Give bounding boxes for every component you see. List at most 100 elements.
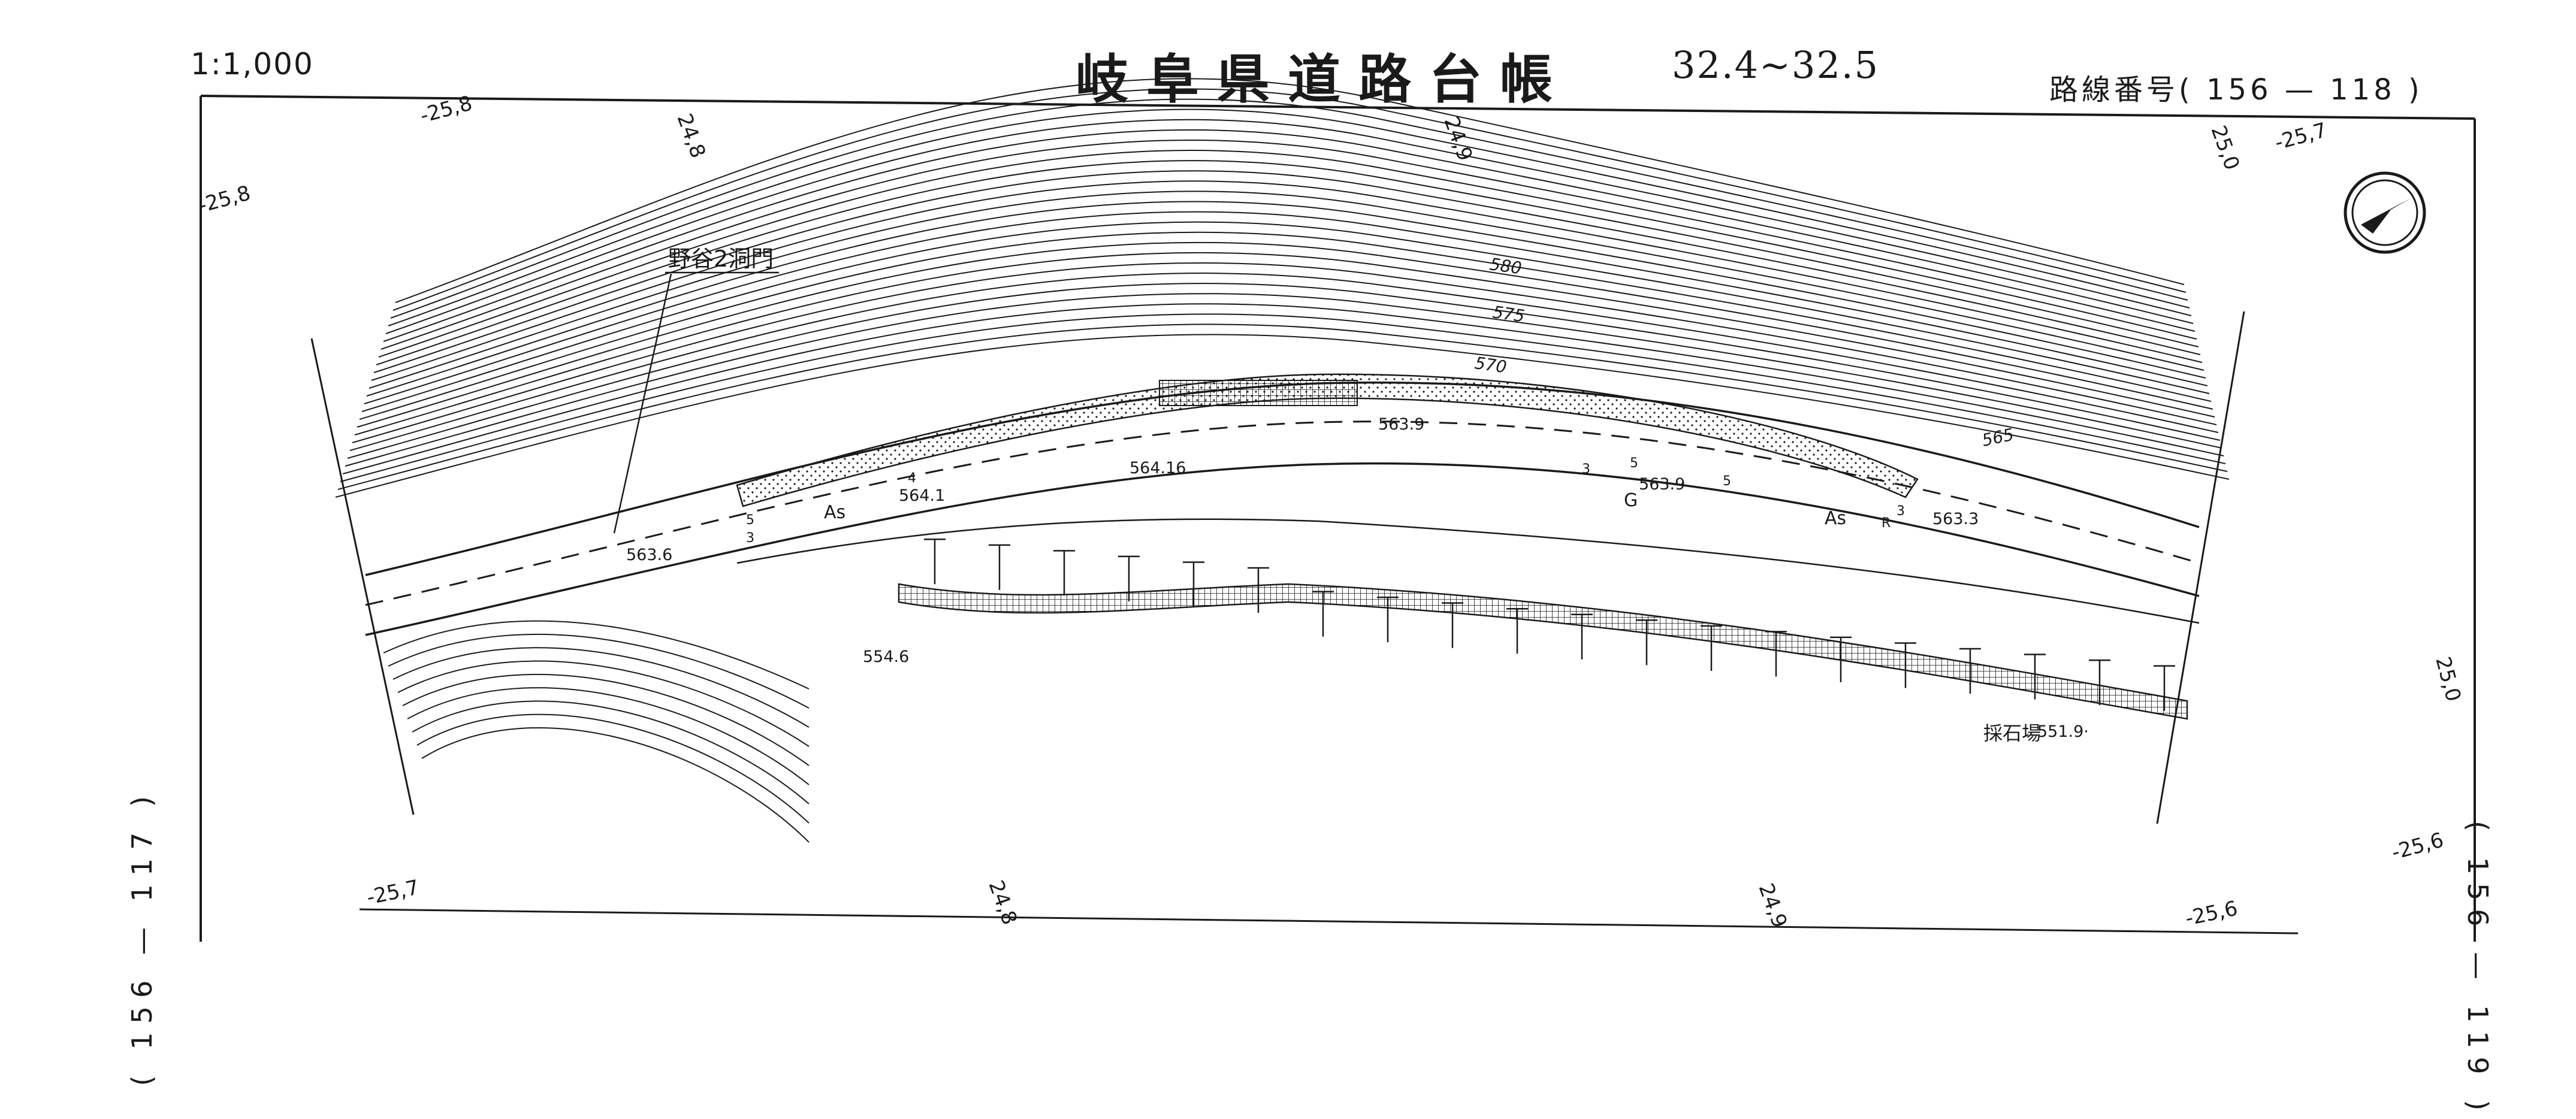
wall-tick (1506, 607, 1528, 654)
wall-tick (989, 544, 1010, 590)
road-symbols: As As G R 4 5 3 5 3 5 3 (746, 456, 1905, 546)
contour-line (392, 88, 2187, 311)
elevation-label: 563.6 (626, 546, 672, 564)
contour-line (388, 108, 2190, 326)
contour-line (392, 647, 810, 728)
contour-line (388, 633, 810, 709)
contour-line (373, 170, 2201, 373)
elevation-labels: 563.9 564.1 564.16 563.6 563.9 563.3 554… (626, 415, 2089, 741)
contour-line (361, 221, 2210, 412)
width-symbol: 5 (1630, 456, 1638, 471)
width-symbol: 4 (908, 471, 916, 486)
grid-labels: -25,8 24,8 24,9 25,0 -25,7 -25,8 25,0 -2… (196, 91, 2466, 931)
elevation-label: 551.9· (2037, 722, 2089, 741)
width-symbol: 3 (1896, 504, 1905, 519)
grid-label-left: -25,8 (196, 181, 253, 217)
elevation-label: 554.6 (863, 648, 909, 666)
grid-label-right: -25,6 (2389, 828, 2446, 864)
grid-label-top: -25,8 (418, 91, 475, 128)
retaining-wall-band (898, 583, 2188, 720)
match-line-left (310, 338, 415, 815)
contour-line (402, 673, 810, 766)
wall-tick (1377, 596, 1399, 643)
contour-label: 580 (1488, 254, 1523, 278)
wall-tick (2089, 659, 2110, 706)
wall-tick (1765, 631, 1787, 677)
rockshed-portal-hatch (1159, 380, 1358, 406)
contour-line (349, 273, 2219, 451)
wall-tick (1312, 591, 1334, 637)
contour-line (369, 190, 2204, 389)
structure-label: 野谷2洞門 (668, 246, 774, 272)
grid-label-bottom: 24,9 (1754, 880, 1792, 931)
contour-line (395, 78, 2185, 303)
contour-line (416, 713, 810, 824)
contour-line (378, 150, 2197, 358)
contour-lines (335, 78, 2230, 498)
contour-line (412, 700, 810, 805)
north-arrow-icon (2344, 171, 2426, 254)
contour-line (397, 660, 810, 747)
contour-line (376, 160, 2199, 365)
grid-label-top: 24,8 (672, 110, 710, 161)
contour-line (347, 283, 2221, 459)
contour-line (340, 313, 2226, 482)
contour-line (407, 687, 810, 785)
pavement-symbol: As (1825, 508, 1846, 529)
road-shoulder-lower (736, 518, 2200, 624)
contour-line (366, 201, 2206, 397)
km-range: 32.4~32.5 (1672, 43, 1880, 87)
contour-label: 565 (1980, 424, 2016, 450)
contour-line (359, 231, 2212, 420)
elevation-label: 564.1 (899, 486, 945, 505)
width-symbol: 5 (1723, 474, 1731, 489)
contour-line (421, 727, 810, 843)
wall-tick (1442, 602, 1463, 648)
wall-tick (924, 539, 946, 585)
contour-line (354, 252, 2215, 435)
route-number: 路線番号( 156 — 118 ) (2049, 73, 2423, 107)
road-symbol: R (1882, 516, 1891, 531)
wall-tick (1248, 567, 1269, 613)
map-sheet: 1:1,000 岐阜県道路台帳 32.4~32.5 路線番号( 156 — 11… (126, 43, 2494, 1119)
grid-label-top: -25,7 (2272, 118, 2329, 155)
contour-line (335, 334, 2230, 498)
elevation-label: 563.3 (1932, 510, 1979, 528)
wall-tick (2024, 654, 2046, 700)
width-symbol: 3 (1582, 462, 1590, 477)
elevation-label: 564.16 (1130, 459, 1186, 477)
road-edge-lower (365, 462, 2200, 636)
wall-tick (1830, 636, 1852, 682)
wall-tick (1895, 642, 1916, 688)
grid-label-bottom: 24,8 (984, 877, 1022, 928)
width-symbol: 3 (746, 531, 754, 546)
grid-label-top: 24,9 (1439, 113, 1477, 164)
contour-line (390, 98, 2188, 319)
wall-tick (1118, 555, 1140, 601)
contour-line (337, 323, 2228, 490)
wall-tick (1183, 561, 1204, 607)
map-frame (200, 95, 2476, 942)
wall-ticks (924, 539, 2175, 711)
elevation-label: 563.9 (1378, 415, 1424, 434)
guardrail-symbol: G (1624, 490, 1638, 511)
contour-label: 570 (1473, 353, 1508, 377)
quarry-label: 採石場 (1983, 722, 2041, 745)
elevation-label: 563.9 (1639, 475, 1685, 494)
wall-tick (1571, 613, 1593, 660)
map-scale: 1:1,000 (191, 47, 314, 81)
structure-callout: 野谷2洞門 (613, 246, 779, 534)
contour-line (385, 119, 2192, 334)
pavement-symbol: As (824, 502, 845, 523)
wall-tick (1636, 619, 1657, 666)
wall-tick (1701, 625, 1722, 671)
grid-label-top: 25,0 (2206, 122, 2244, 173)
contour-label: 575 (1491, 302, 1526, 326)
contour-line (383, 129, 2194, 342)
lower-contour-lines (383, 620, 810, 843)
contour-line (342, 303, 2224, 474)
contour-line (364, 211, 2208, 404)
contour-line (383, 620, 810, 689)
match-line-right (2156, 311, 2245, 824)
contour-line (380, 140, 2196, 350)
